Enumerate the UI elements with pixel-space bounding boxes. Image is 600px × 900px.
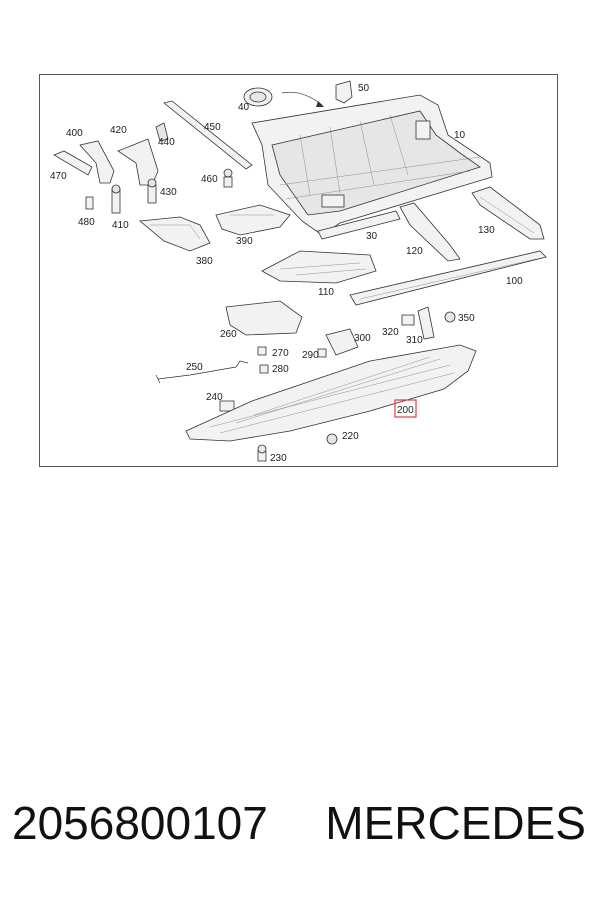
label-450: 450 <box>204 122 221 133</box>
label-300: 300 <box>354 333 371 344</box>
part-130-member <box>471 186 545 240</box>
part-300-bracket <box>325 328 359 356</box>
label-280: 280 <box>272 364 289 375</box>
label-40: 40 <box>238 102 250 113</box>
part-10-floor-pan <box>251 94 493 236</box>
part-260-shield <box>225 300 303 336</box>
parts-diagram: 40 50 10 400 420 440 450 470 460 430 480… <box>39 74 558 467</box>
part-310-320-350 <box>401 306 456 340</box>
caption-bar: 2056800107 MERCEDES <box>0 796 600 866</box>
label-420: 420 <box>110 125 127 136</box>
part-30-rail <box>317 210 401 240</box>
part-120-bracket <box>399 202 461 262</box>
label-460: 460 <box>201 174 218 185</box>
label-470: 470 <box>50 171 67 182</box>
label-120: 120 <box>406 246 423 257</box>
label-390: 390 <box>236 236 253 247</box>
highlight-box-200 <box>394 399 417 418</box>
label-250: 250 <box>186 362 203 373</box>
label-440: 440 <box>158 137 175 148</box>
label-230: 230 <box>270 453 287 464</box>
label-320: 320 <box>382 327 399 338</box>
label-260: 260 <box>220 329 237 340</box>
clips-270-280-290 <box>257 346 327 374</box>
part-250-rod <box>155 360 249 384</box>
label-130: 130 <box>478 225 495 236</box>
part-390-panel <box>215 204 291 236</box>
part-50-bracket <box>335 80 353 104</box>
part-400-470-brackets <box>53 122 169 186</box>
label-480: 480 <box>78 217 95 228</box>
label-400: 400 <box>66 128 83 139</box>
label-270: 270 <box>272 348 289 359</box>
part-200-underbody-panel <box>185 344 477 442</box>
label-30: 30 <box>366 231 378 242</box>
part-number: 2056800107 <box>12 797 268 849</box>
label-50: 50 <box>358 83 370 94</box>
label-110: 110 <box>318 287 334 298</box>
fasteners-left <box>85 168 233 214</box>
label-10: 10 <box>454 130 466 141</box>
part-40-grommet <box>243 87 324 107</box>
part-100-sill <box>349 250 547 306</box>
label-350: 350 <box>458 313 475 324</box>
part-380-panel <box>139 216 211 252</box>
label-290: 290 <box>302 350 319 361</box>
brand-name: MERCEDES <box>325 797 586 849</box>
part-450-strip <box>163 100 253 170</box>
fasteners-220-230 <box>257 433 338 462</box>
label-240: 240 <box>206 392 223 403</box>
label-220: 220 <box>342 431 359 442</box>
label-200: 200 <box>397 405 414 416</box>
label-380: 380 <box>196 256 213 267</box>
label-410: 410 <box>112 220 129 231</box>
label-100: 100 <box>506 276 523 287</box>
label-310: 310 <box>406 335 423 346</box>
part-110-crossmember <box>261 250 377 284</box>
parts-diagram-drawing: 40 50 10 400 420 440 450 470 460 430 480… <box>50 80 547 464</box>
part-240-block <box>219 400 235 412</box>
label-430: 430 <box>160 187 177 198</box>
